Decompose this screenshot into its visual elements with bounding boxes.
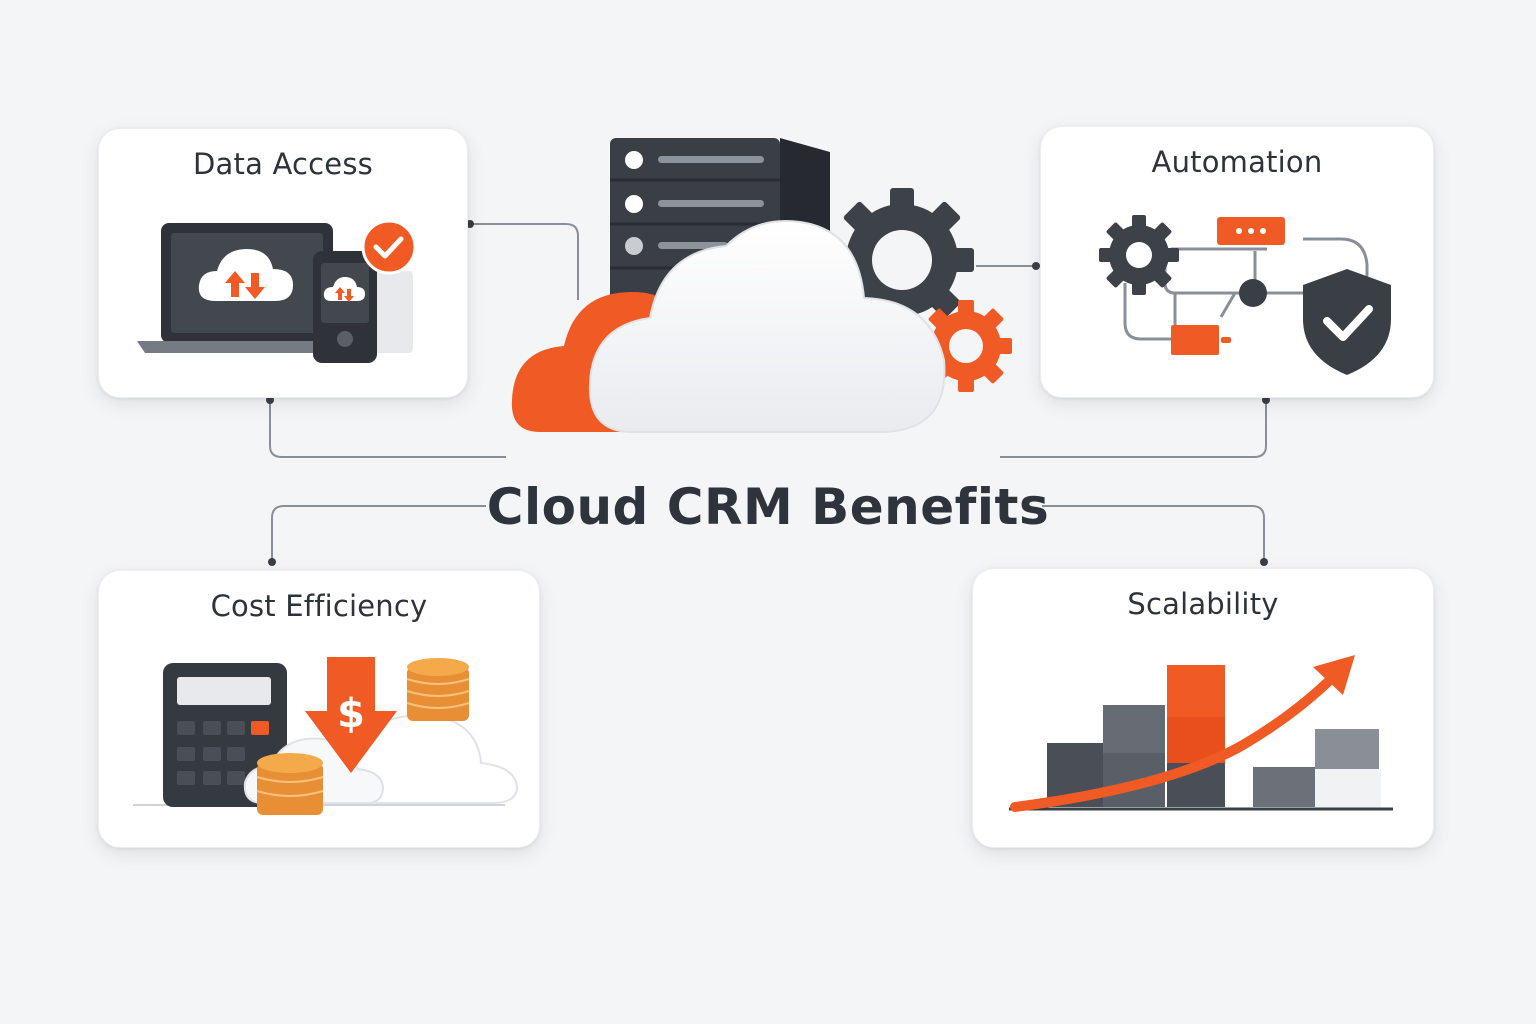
data-access-illustration — [137, 219, 417, 363]
dollar-down-arrow-icon: $ — [305, 657, 397, 773]
scalability-illustration — [1009, 655, 1393, 812]
workflow-node-icon — [1171, 217, 1285, 355]
cloud-sync-icon — [198, 249, 293, 301]
bar-blocks-icon — [1047, 665, 1381, 809]
growth-arrow-icon — [1010, 655, 1355, 812]
cloud-icon — [588, 220, 946, 433]
card-cost-efficiency: Cost Efficiency — [98, 570, 540, 848]
shield-check-icon — [1303, 269, 1391, 375]
svg-text:$: $ — [337, 691, 365, 737]
card-automation: Automation — [1040, 126, 1434, 398]
card-data-access: Data Access — [98, 128, 468, 398]
cost-efficiency-illustration: $ — [133, 657, 519, 815]
automation-workflow-illustration — [1099, 215, 1391, 375]
page-title: Cloud CRM Benefits — [486, 478, 1050, 536]
coin-stack-icon — [256, 658, 470, 815]
gear-small-icon — [920, 300, 1012, 392]
card-scalability: Scalability — [972, 568, 1434, 848]
check-badge-icon — [361, 219, 417, 275]
hero-cloud-illustration — [511, 138, 1012, 433]
gear-icon — [1099, 215, 1179, 295]
card-title: Data Access — [193, 147, 373, 181]
card-title: Automation — [1151, 145, 1323, 179]
card-title: Scalability — [1127, 587, 1279, 621]
smartphone-icon — [313, 251, 413, 363]
card-title: Cost Efficiency — [210, 589, 428, 623]
